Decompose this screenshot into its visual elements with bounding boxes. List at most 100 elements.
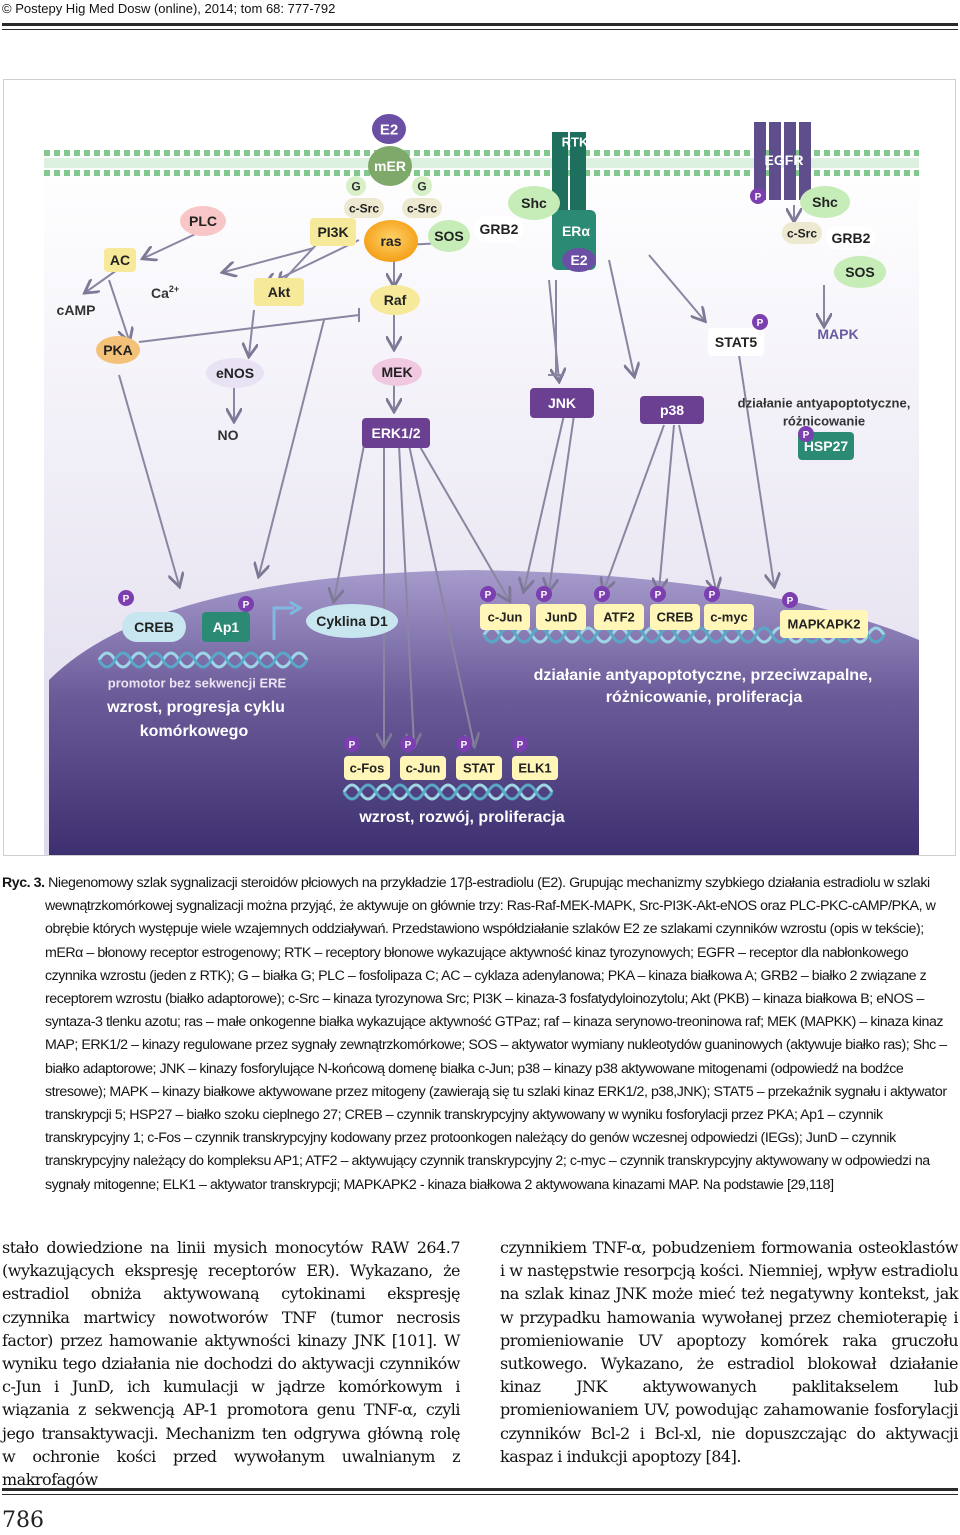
svg-text:P: P xyxy=(709,590,716,601)
svg-text:P: P xyxy=(787,596,794,607)
svg-text:c-Src: c-Src xyxy=(349,201,379,215)
figure-caption: Ryc. 3. Niegenomowy szlak sygnalizacji s… xyxy=(2,872,958,1197)
tf-c-myc: c-myc xyxy=(704,604,754,630)
jnk-node: JNK xyxy=(530,388,594,418)
g-protein-left: G xyxy=(346,176,366,196)
svg-text:GRB2: GRB2 xyxy=(480,221,519,237)
svg-text:ERα: ERα xyxy=(562,223,590,239)
phosphate-icon: P xyxy=(480,586,496,602)
svg-text:P: P xyxy=(485,590,492,601)
era-label: ERα xyxy=(562,223,590,239)
svg-text:SOS: SOS xyxy=(845,264,875,280)
svg-text:P: P xyxy=(599,590,606,601)
mer-receptor: mER xyxy=(368,146,412,186)
shc-left: Shc xyxy=(508,186,560,220)
svg-text:CREB: CREB xyxy=(134,619,174,635)
egfr-receptor xyxy=(754,122,811,200)
caption-first-line: Niegenomowy szlak sygnalizacji steroidów… xyxy=(48,875,930,891)
svg-text:P: P xyxy=(405,740,412,751)
no-label: NO xyxy=(218,427,239,443)
phosphate-icon: P xyxy=(344,736,360,752)
svg-text:Raf: Raf xyxy=(384,292,407,308)
svg-text:Shc: Shc xyxy=(521,195,547,211)
svg-text:działanie antyapoptotyczne,: działanie antyapoptotyczne, xyxy=(738,396,911,411)
svg-text:c-Jun: c-Jun xyxy=(488,610,523,625)
header-rule xyxy=(2,23,958,26)
svg-text:EGFR: EGFR xyxy=(765,152,804,168)
rtk-label: RTK xyxy=(562,135,589,150)
svg-text:SOS: SOS xyxy=(434,228,464,244)
shc-right: Shc xyxy=(800,186,850,218)
svg-text:P: P xyxy=(757,318,764,329)
csrc-left: c-Src xyxy=(344,198,384,218)
svg-text:komórkowego: komórkowego xyxy=(140,723,249,740)
tf-bottom-c-fos: c-Fos xyxy=(344,756,390,780)
tf-bottom-stat: STAT xyxy=(456,756,502,780)
svg-text:E2: E2 xyxy=(380,121,398,138)
g-protein-right: G xyxy=(412,176,432,196)
svg-text:Ap1: Ap1 xyxy=(213,619,240,635)
svg-text:P: P xyxy=(755,192,762,203)
svg-text:PKA: PKA xyxy=(103,342,133,358)
svg-text:G: G xyxy=(417,179,426,193)
caption-body: wewnątrzkomórkowej sygnalizacji można pr… xyxy=(45,898,947,1193)
svg-text:STAT5: STAT5 xyxy=(715,334,757,350)
mek-node: MEK xyxy=(372,358,422,386)
p38-node: p38 xyxy=(640,396,704,424)
svg-text:ras: ras xyxy=(380,233,401,249)
svg-text:Akt: Akt xyxy=(268,284,291,300)
svg-text:ELK1: ELK1 xyxy=(518,761,551,776)
tf-bottom-elk1: ELK1 xyxy=(512,756,558,780)
page-number: 786 xyxy=(2,1508,44,1533)
phosphate-icon: P xyxy=(650,586,666,602)
phosphate-icon: P xyxy=(512,736,528,752)
pi3k-node: PI3K xyxy=(310,218,356,246)
svg-text:JNK: JNK xyxy=(548,395,576,411)
svg-text:GRB2: GRB2 xyxy=(832,230,871,246)
camp-label: cAMP xyxy=(57,302,96,318)
phosphate-icon: P xyxy=(750,188,766,204)
svg-text:P: P xyxy=(349,740,356,751)
svg-text:MAPKAPK2: MAPKAPK2 xyxy=(788,617,861,632)
footer-rule xyxy=(2,1488,958,1491)
grb2-left: GRB2 xyxy=(474,216,524,242)
svg-text:JunD: JunD xyxy=(545,610,578,625)
body-column-left: stało dowiedzione na linii mysich monocy… xyxy=(2,1238,461,1490)
svg-text:P: P xyxy=(517,740,524,751)
svg-text:c-Jun: c-Jun xyxy=(406,761,441,776)
svg-text:P: P xyxy=(461,740,468,751)
enos-node: eNOS xyxy=(206,358,264,388)
phosphate-icon: P xyxy=(118,590,134,606)
svg-text:c-Src: c-Src xyxy=(787,226,817,240)
svg-text:E2: E2 xyxy=(570,252,587,268)
tf-creb: CREB xyxy=(650,604,700,630)
phosphate-icon: P xyxy=(782,592,798,608)
svg-text:cAMP: cAMP xyxy=(57,302,96,318)
phosphate-icon: P xyxy=(752,314,768,330)
cyclin-d1-node: Cyklina D1 xyxy=(306,604,398,638)
phosphate-icon: P xyxy=(400,736,416,752)
promoter-arrow xyxy=(272,606,294,640)
anti-apoptotic-label-2: różnicowanie xyxy=(783,414,865,429)
svg-text:PI3K: PI3K xyxy=(317,224,348,240)
svg-text:c-Fos: c-Fos xyxy=(350,761,385,776)
copyright-icon: © xyxy=(2,1,12,16)
tf-bottom-c-jun: c-Jun xyxy=(400,756,446,780)
svg-text:RTK: RTK xyxy=(562,135,589,150)
svg-text:NO: NO xyxy=(218,427,239,443)
effect-label-1: działanie antyapoptotyczne, przeciwzapal… xyxy=(534,667,873,684)
svg-text:Cyklina D1: Cyklina D1 xyxy=(316,613,388,629)
journal-citation: Postepy Hig Med Dosw (online), 2014; tom… xyxy=(15,1,336,16)
plc-node: PLC xyxy=(180,206,226,236)
grb2-right: GRB2 xyxy=(826,226,876,250)
tf-atf2: ATF2 xyxy=(594,604,644,630)
svg-text:c-myc: c-myc xyxy=(710,610,748,625)
svg-text:P: P xyxy=(803,430,810,441)
phosphate-icon: P xyxy=(798,426,814,442)
svg-text:P: P xyxy=(243,600,250,611)
svg-text:c-Src: c-Src xyxy=(407,201,437,215)
svg-text:AC: AC xyxy=(110,252,130,268)
svg-text:MAPK: MAPK xyxy=(817,326,858,342)
